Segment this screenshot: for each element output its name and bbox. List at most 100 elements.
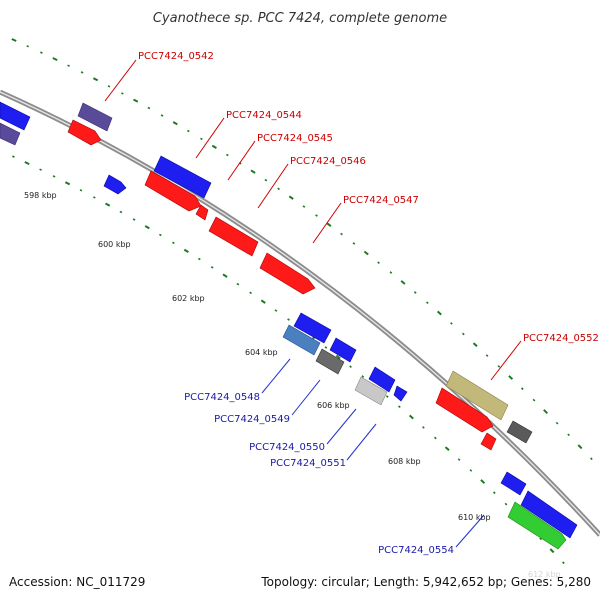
tick-mark [361, 375, 365, 378]
gene-label[interactable]: PCC7424_0542 [138, 51, 214, 62]
tick-mark [158, 233, 162, 237]
tick-mark [425, 301, 429, 305]
gene-arrow[interactable] [393, 385, 408, 402]
gene-arrow[interactable] [500, 471, 527, 496]
gene-label[interactable]: PCC7424_0545 [257, 133, 333, 144]
gene-label[interactable]: PCC7424_0552 [523, 333, 599, 344]
tick-mark [340, 232, 343, 236]
gene-arrow[interactable] [435, 387, 494, 433]
tick-mark [107, 85, 111, 88]
tick-mark [288, 195, 294, 200]
tick-mark [363, 250, 369, 256]
tick-mark [590, 457, 593, 461]
gene-arrow[interactable] [329, 337, 357, 363]
gene-arrow[interactable] [354, 376, 388, 406]
scale-label: 600 kbp [98, 240, 131, 249]
tick-mark [200, 137, 203, 141]
tick-mark [400, 280, 406, 285]
tick-mark [457, 458, 461, 461]
gene-arrow[interactable] [507, 501, 567, 550]
tick-mark [105, 202, 111, 207]
gene-arrow[interactable] [153, 155, 212, 199]
tick-mark [436, 310, 442, 316]
tick-mark [172, 121, 178, 126]
gene-arrow[interactable] [293, 312, 332, 344]
gene-arrow[interactable] [315, 348, 345, 375]
gene-label[interactable]: PCC7424_0547 [343, 195, 419, 206]
tick-mark [450, 322, 453, 325]
tick-mark [39, 168, 42, 171]
gene-arrow[interactable] [282, 324, 321, 356]
tick-mark [260, 299, 266, 304]
tick-mark [186, 129, 190, 133]
tick-mark [119, 210, 123, 214]
tick-mark [40, 51, 43, 54]
tick-mark [93, 196, 96, 199]
tick-mark [549, 548, 555, 554]
tick-mark [385, 395, 389, 398]
tick-mark [133, 98, 139, 103]
accession-text: Accession: NC_011729 [9, 575, 145, 589]
tick-mark [326, 222, 332, 227]
scale-label: 610 kbp [458, 513, 491, 522]
tick-mark [172, 241, 175, 245]
gene-arrow[interactable] [506, 420, 533, 444]
tick-mark [26, 45, 30, 48]
tick-mark [520, 387, 524, 391]
gene-track [0, 101, 578, 550]
gene-label[interactable]: PCC7424_0548 [184, 392, 260, 403]
gene-arrow[interactable] [0, 101, 31, 131]
gene-label[interactable]: PCC7424_0544 [226, 110, 302, 121]
tick-mark [504, 502, 508, 506]
tick-mark [567, 433, 570, 437]
gene-arrow[interactable] [208, 216, 259, 257]
gene-arrow[interactable] [445, 370, 509, 421]
tick-mark [197, 257, 201, 261]
tick-mark [144, 225, 150, 230]
tick-mark [64, 181, 71, 186]
tick-mark [349, 365, 352, 369]
gene-arrow[interactable] [144, 170, 202, 212]
gene-arrow[interactable] [67, 119, 102, 146]
tick-mark [79, 189, 83, 192]
leader-lines [104, 59, 522, 548]
scale-label: 598 kbp [24, 191, 57, 200]
tick-mark [121, 92, 124, 95]
tick-mark [210, 266, 214, 269]
tick-mark [225, 153, 229, 157]
tick-mark [444, 446, 450, 452]
tick-mark [485, 354, 489, 357]
tick-mark [539, 537, 542, 541]
gene-arrow[interactable] [259, 252, 316, 295]
tick-mark [577, 444, 583, 450]
tick-mark [352, 242, 356, 245]
tick-mark [555, 421, 559, 425]
gene-arrow[interactable] [480, 432, 497, 451]
tick-mark [264, 178, 268, 182]
tick-mark [222, 273, 228, 278]
scale-label: 602 kbp [172, 294, 205, 303]
gene-arrow[interactable] [368, 366, 396, 393]
gene-label[interactable]: PCC7424_0550 [249, 442, 325, 453]
gene-arrow[interactable] [520, 490, 578, 539]
tick-mark [250, 169, 256, 174]
tick-mark [413, 291, 417, 294]
tick-mark [183, 248, 189, 253]
gene-label[interactable]: PCC7424_0551 [270, 458, 346, 469]
gene-arrow[interactable] [0, 122, 21, 146]
tick-mark [274, 309, 278, 312]
gene-label[interactable]: PCC7424_0549 [214, 414, 290, 425]
tick-mark [324, 346, 328, 349]
tick-mark [543, 409, 549, 415]
tick-mark [52, 175, 56, 178]
gene-arrow[interactable] [103, 174, 127, 195]
gene-arrow[interactable] [195, 204, 209, 221]
gene-arrow[interactable] [77, 102, 113, 132]
tick-mark [24, 161, 30, 166]
gene-label[interactable]: PCC7424_0546 [290, 156, 366, 167]
tick-mark [508, 375, 514, 380]
gene-label[interactable]: PCC7424_0554 [378, 545, 454, 556]
scale-label: 606 kbp [317, 401, 350, 410]
tick-mark [11, 38, 17, 42]
tick-marks [11, 38, 593, 565]
